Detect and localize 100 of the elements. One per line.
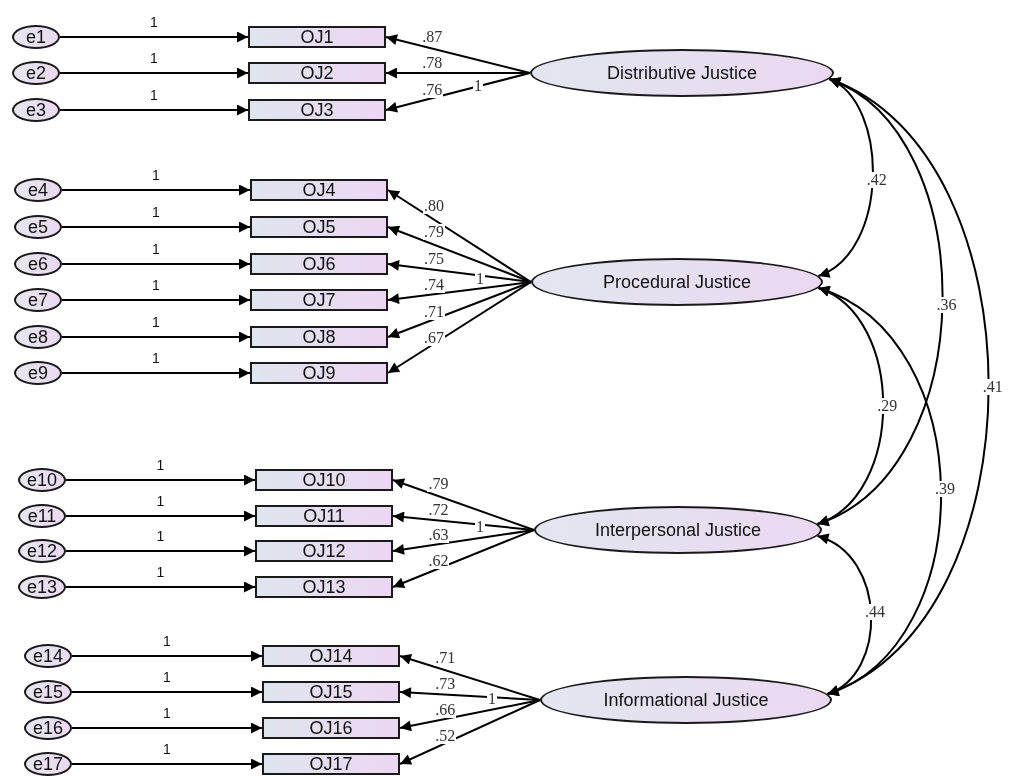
- edge-label: .44: [863, 604, 886, 621]
- edge-label: .41: [981, 378, 1004, 395]
- arrow: [61, 367, 251, 379]
- arrow: [385, 34, 531, 74]
- arrow: [59, 67, 249, 79]
- arrow: [61, 221, 251, 233]
- error-term-ellipse: e5: [14, 215, 62, 239]
- error-term-ellipse: e10: [18, 468, 66, 492]
- edge-label: 1: [151, 168, 161, 182]
- edge-label: 1: [151, 242, 161, 256]
- indicator-box: OJ11: [255, 505, 393, 527]
- indicator-box: OJ16: [262, 717, 400, 739]
- edge-label: .63: [427, 527, 450, 544]
- edge-label: 1: [149, 88, 159, 102]
- arrow: [61, 331, 251, 343]
- error-term-ellipse: e9: [14, 361, 62, 385]
- error-term-ellipse: e4: [14, 178, 62, 202]
- fixed-parameter-label: 1: [475, 271, 485, 287]
- edge-label: .71: [434, 650, 457, 667]
- fixed-parameter-label: 1: [473, 78, 483, 94]
- latent-variable-ellipse: Informational Justice: [540, 676, 832, 724]
- edge-label: .29: [876, 398, 899, 415]
- fixed-parameter-label: 1: [487, 691, 497, 707]
- indicator-box: OJ1: [248, 26, 386, 48]
- arrow: [71, 758, 263, 770]
- indicator-box: OJ10: [255, 469, 393, 491]
- edge-label: 1: [155, 494, 166, 508]
- latent-variable-ellipse: Procedural Justice: [531, 258, 823, 306]
- error-term-ellipse: e11: [18, 504, 66, 528]
- edge-label: 1: [162, 706, 172, 720]
- edge-label: .79: [427, 476, 450, 492]
- indicator-box: OJ4: [250, 179, 388, 201]
- edge-label: 1: [155, 458, 166, 472]
- indicator-box: OJ9: [250, 362, 388, 384]
- edge-label: 1: [155, 529, 166, 543]
- edge-label: 1: [162, 742, 172, 756]
- indicator-box: OJ17: [262, 753, 400, 775]
- latent-variable-ellipse: Distributive Justice: [530, 49, 834, 97]
- error-term-ellipse: e2: [12, 61, 60, 85]
- edge-label: .71: [423, 303, 446, 320]
- edge-label: 1: [151, 351, 161, 365]
- indicator-box: OJ5: [250, 216, 388, 238]
- arrow: [387, 225, 532, 283]
- error-term-ellipse: e3: [12, 98, 60, 122]
- edge-label: 1: [162, 634, 172, 648]
- indicator-box: OJ15: [262, 681, 400, 703]
- arrow: [71, 722, 263, 734]
- edge-label: 1: [151, 278, 161, 292]
- edge-label: .39: [934, 480, 956, 497]
- arrow: [392, 529, 535, 555]
- indicator-box: OJ14: [262, 645, 400, 667]
- edge-label: 1: [149, 51, 159, 65]
- error-term-ellipse: e1: [12, 25, 60, 49]
- error-term-ellipse: e12: [18, 539, 66, 563]
- arrow: [61, 184, 251, 196]
- arrow: [61, 294, 251, 306]
- edge-label: .74: [423, 276, 446, 293]
- arrow: [392, 529, 535, 588]
- arrow: [385, 72, 531, 113]
- double-headed-arrow: [816, 534, 873, 696]
- arrow: [59, 104, 249, 116]
- edge-label: 1: [151, 205, 161, 219]
- arrow: [61, 258, 251, 270]
- indicator-box: OJ8: [250, 326, 388, 348]
- error-term-ellipse: e16: [24, 716, 72, 740]
- error-term-ellipse: e14: [24, 644, 72, 668]
- arrow: [399, 699, 541, 732]
- indicator-box: OJ7: [250, 289, 388, 311]
- edge-label: 1: [149, 15, 159, 29]
- edge-label: .67: [423, 329, 446, 346]
- edge-label: .78: [421, 55, 444, 71]
- error-term-ellipse: e15: [24, 680, 72, 704]
- indicator-box: OJ3: [248, 99, 386, 121]
- arrow: [392, 478, 535, 531]
- edge-label: 1: [155, 565, 166, 579]
- error-term-ellipse: e13: [18, 575, 66, 599]
- arrow: [387, 189, 532, 283]
- edge-label: .42: [865, 172, 888, 189]
- arrow: [65, 474, 256, 486]
- edge-label: .76: [421, 81, 444, 98]
- edge-label: .36: [935, 296, 958, 313]
- edge-label: .87: [421, 29, 444, 46]
- indicator-box: OJ12: [255, 540, 393, 562]
- arrow: [65, 510, 256, 522]
- edge-label: .79: [423, 224, 446, 241]
- edge-label: .66: [434, 702, 457, 719]
- arrow: [65, 581, 256, 593]
- indicator-box: OJ6: [250, 253, 388, 275]
- arrow: [59, 31, 249, 43]
- edge-label: 1: [151, 315, 161, 329]
- edge-label: .52: [434, 728, 457, 745]
- error-term-ellipse: e8: [14, 325, 62, 349]
- arrow: [71, 650, 263, 662]
- arrow: [65, 545, 256, 557]
- edge-label: .62: [427, 553, 450, 570]
- arrow: [387, 281, 532, 374]
- arrow: [399, 699, 541, 765]
- arrow: [71, 686, 263, 698]
- arrow: [399, 654, 541, 701]
- edge-label: 1: [162, 670, 172, 684]
